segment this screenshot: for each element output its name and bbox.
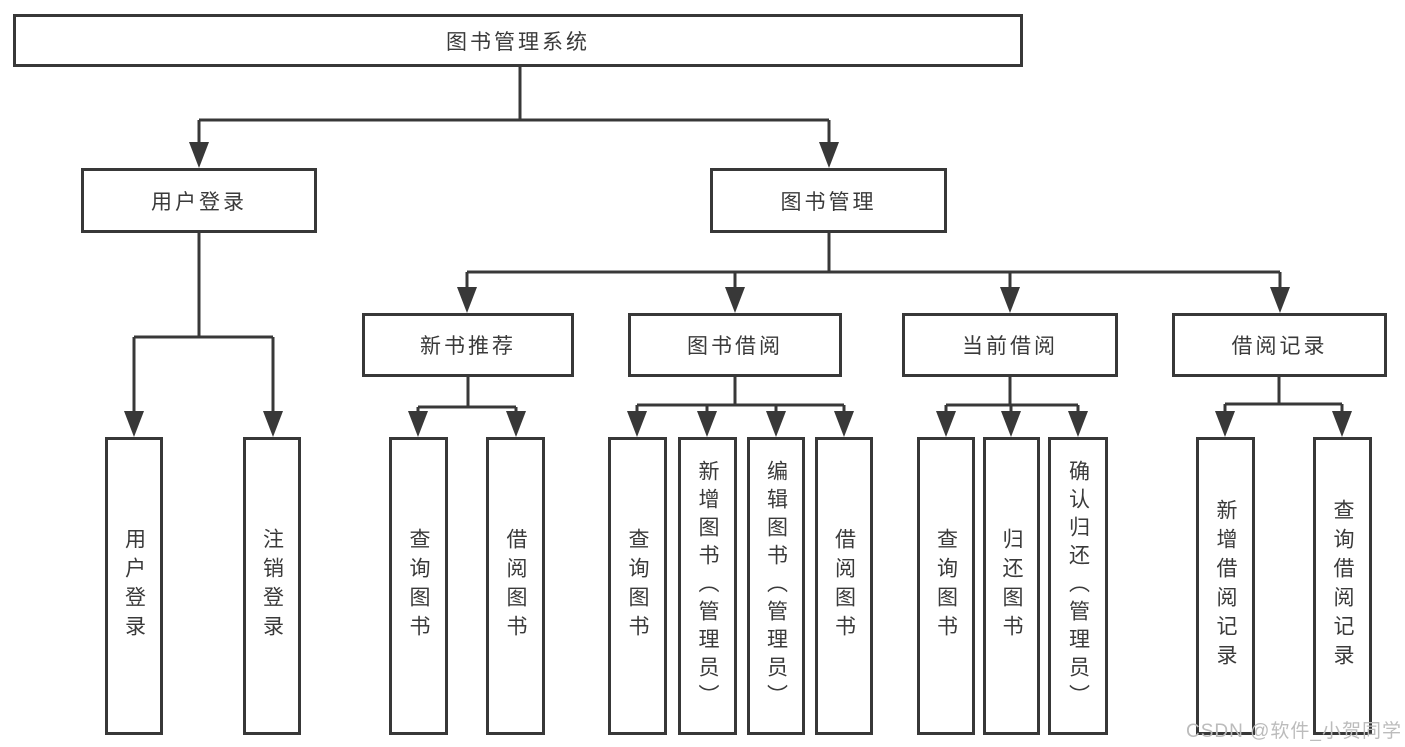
arrowheads xyxy=(124,142,1352,437)
arrowhead xyxy=(1068,411,1088,437)
arrowhead xyxy=(506,411,526,437)
arrowhead xyxy=(1000,287,1020,313)
connector-bookborrow-to-children xyxy=(635,377,846,414)
arrowhead xyxy=(124,411,144,437)
arrowhead xyxy=(697,411,717,437)
arrowhead xyxy=(1215,411,1235,437)
node-logout: 注销登录 xyxy=(243,437,301,735)
arrowhead xyxy=(834,411,854,437)
connector-userlogin-to-children xyxy=(132,232,275,414)
node-bb-borrow-books: 借阅图书 xyxy=(815,437,873,735)
arrowhead xyxy=(263,411,283,437)
connector-currentborrow-to-children xyxy=(944,377,1080,414)
connector-bookmgmt-to-level2 xyxy=(465,232,1282,290)
node-root: 图书管理系统 xyxy=(13,14,1023,67)
node-cb-return-books: 归还图书 xyxy=(983,437,1040,735)
arrowhead xyxy=(819,142,839,168)
arrowhead xyxy=(1001,411,1021,437)
node-bb-query-books: 查询图书 xyxy=(608,437,667,735)
arrowhead xyxy=(627,411,647,437)
node-login: 用户登录 xyxy=(105,437,163,735)
connector-root-to-level1 xyxy=(197,66,831,145)
connector-newbooks-to-children xyxy=(416,377,518,414)
arrowhead xyxy=(408,411,428,437)
arrowhead xyxy=(189,142,209,168)
node-br-query-record: 查询借阅记录 xyxy=(1313,437,1372,735)
arrowhead xyxy=(936,411,956,437)
arrowhead xyxy=(1270,287,1290,313)
node-nb-borrow-books: 借阅图书 xyxy=(486,437,545,735)
arrowhead xyxy=(766,411,786,437)
node-nb-query-books: 查询图书 xyxy=(389,437,448,735)
watermark: CSDN @软件_小贺同学 xyxy=(1186,721,1402,742)
node-br-add-record: 新增借阅记录 xyxy=(1196,437,1255,735)
node-bb-edit-books-admin: 编辑图书（管理员） xyxy=(747,437,805,735)
connector-records-to-children xyxy=(1223,377,1344,414)
arrowhead xyxy=(457,287,477,313)
node-new-book-recommend: 新书推荐 xyxy=(362,313,574,377)
node-book-management: 图书管理 xyxy=(710,168,947,233)
node-user-login: 用户登录 xyxy=(81,168,317,233)
node-current-borrowing: 当前借阅 xyxy=(902,313,1118,377)
node-cb-confirm-return-admin: 确认归还（管理员） xyxy=(1048,437,1108,735)
arrowhead xyxy=(725,287,745,313)
node-cb-query-books: 查询图书 xyxy=(917,437,975,735)
node-bb-add-books-admin: 新增图书（管理员） xyxy=(678,437,737,735)
node-borrowing-records: 借阅记录 xyxy=(1172,313,1387,377)
node-book-borrowing: 图书借阅 xyxy=(628,313,842,377)
arrowhead xyxy=(1332,411,1352,437)
